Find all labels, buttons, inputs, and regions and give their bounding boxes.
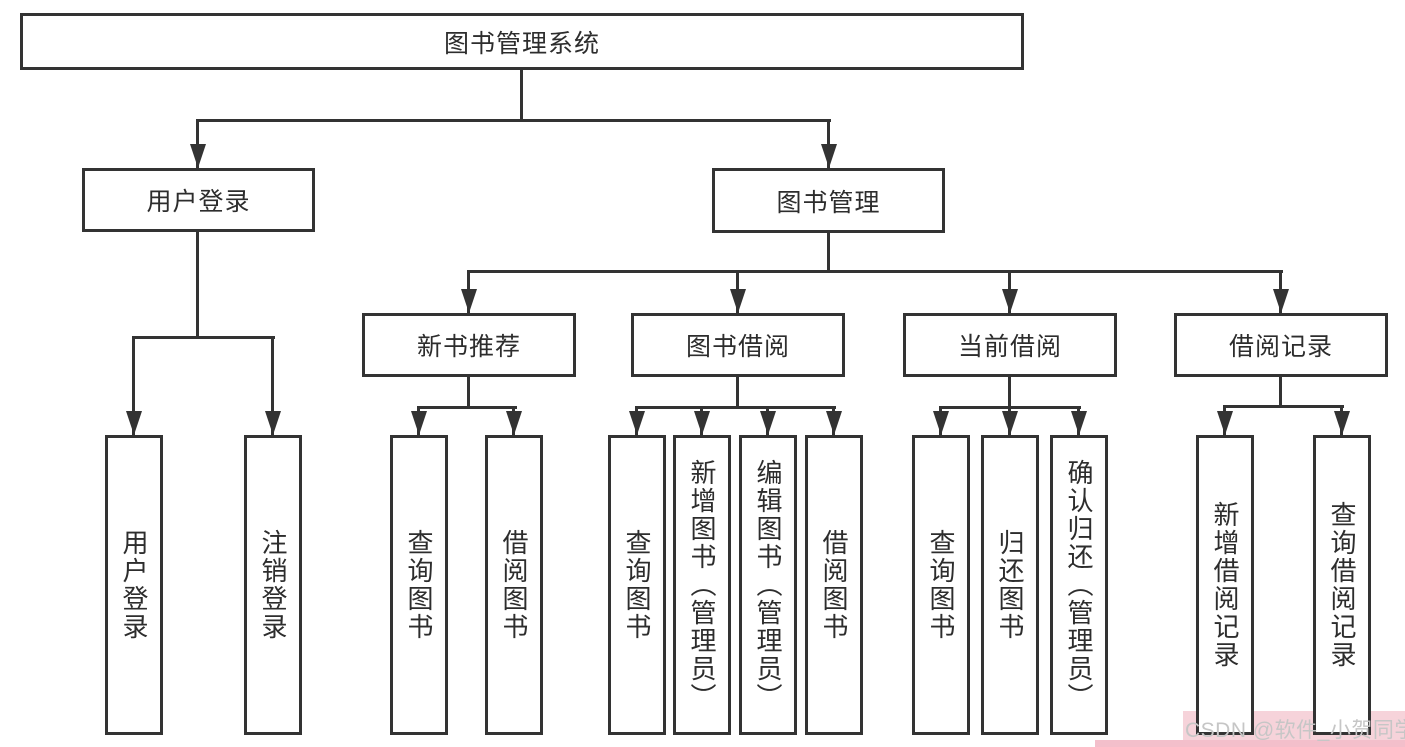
- leaf-br-add-record-label: 新增借阅记录: [1210, 501, 1240, 669]
- leaf-bb-edit-books-label: 编辑图书（管理员）: [753, 459, 783, 711]
- node-new-book-rec: 新书推荐: [362, 313, 576, 377]
- leaf-bb-edit-books: 编辑图书（管理员）: [739, 435, 797, 735]
- watermark-bottom-strip: [1095, 740, 1405, 747]
- arrowhead-down-icon: [821, 144, 837, 168]
- connector-stem: [520, 70, 523, 121]
- arrowhead-down-icon: [506, 411, 522, 435]
- leaf-user-login: 用户登录: [105, 435, 163, 735]
- arrowhead-down-icon: [190, 144, 206, 168]
- arrowhead-down-icon: [1273, 289, 1289, 313]
- arrowhead-down-icon: [694, 411, 710, 435]
- connector-bar: [1223, 405, 1344, 408]
- arrowhead-down-icon: [730, 289, 746, 313]
- arrowhead-down-icon: [1071, 411, 1087, 435]
- leaf-cb-query-books-label: 查询图书: [926, 529, 956, 641]
- leaf-user-login-label: 用户登录: [119, 529, 149, 641]
- connector-drop: [827, 119, 830, 168]
- leaf-cb-return-books-label: 归还图书: [995, 529, 1025, 641]
- arrowhead-down-icon: [1002, 411, 1018, 435]
- arrowhead-down-icon: [1002, 289, 1018, 313]
- node-borrow-record: 借阅记录: [1174, 313, 1388, 377]
- leaf-cb-return-books: 归还图书: [981, 435, 1039, 735]
- connector-stem: [827, 233, 830, 273]
- leaf-cb-confirm-return-label: 确认归还（管理员）: [1064, 459, 1094, 711]
- leaf-bb-add-books: 新增图书（管理员）: [673, 435, 731, 735]
- connector-bar: [467, 270, 1283, 273]
- leaf-nbr-query-books: 查询图书: [390, 435, 448, 735]
- leaf-bb-borrow-books-label: 借阅图书: [819, 529, 849, 641]
- leaf-bb-borrow-books: 借阅图书: [805, 435, 863, 735]
- arrowhead-down-icon: [760, 411, 776, 435]
- node-book-borrow-label: 图书借阅: [685, 333, 790, 361]
- node-user-login: 用户登录: [82, 168, 315, 232]
- node-book-borrow: 图书借阅: [631, 313, 845, 377]
- node-book-mgmt-label: 图书管理: [776, 188, 881, 217]
- leaf-br-add-record: 新增借阅记录: [1196, 435, 1254, 735]
- leaf-nbr-query-books-label: 查询图书: [404, 529, 434, 641]
- connector-bar: [196, 119, 831, 122]
- connector-bar: [417, 406, 517, 409]
- connector-drop: [271, 336, 274, 435]
- arrowhead-down-icon: [1217, 411, 1233, 435]
- leaf-logout: 注销登录: [244, 435, 302, 735]
- leaf-bb-query-books: 查询图书: [608, 435, 666, 735]
- node-root-label: 图书管理系统: [443, 29, 600, 58]
- arrowhead-down-icon: [411, 411, 427, 435]
- connector-drop: [132, 336, 135, 435]
- arrowhead-down-icon: [1334, 411, 1350, 435]
- watermark-text: CSDN @软件_小贺同学: [1185, 719, 1405, 742]
- leaf-bb-add-books-label: 新增图书（管理员）: [687, 459, 717, 711]
- arrowhead-down-icon: [265, 411, 281, 435]
- node-book-mgmt: 图书管理: [712, 168, 945, 233]
- connector-bar: [635, 406, 836, 409]
- arrowhead-down-icon: [629, 411, 645, 435]
- connector-stem: [467, 377, 470, 409]
- leaf-cb-query-books: 查询图书: [912, 435, 970, 735]
- leaf-nbr-borrow-books: 借阅图书: [485, 435, 543, 735]
- connector-stem: [1008, 377, 1011, 409]
- node-root: 图书管理系统: [20, 13, 1024, 70]
- leaf-br-query-record: 查询借阅记录: [1313, 435, 1371, 735]
- node-current-borrow-label: 当前借阅: [957, 333, 1062, 361]
- node-current-borrow: 当前借阅: [903, 313, 1117, 377]
- leaf-cb-confirm-return: 确认归还（管理员）: [1050, 435, 1108, 735]
- connector-drop: [196, 119, 199, 168]
- connector-stem: [196, 232, 199, 339]
- node-user-login-label: 用户登录: [146, 188, 251, 216]
- arrowhead-down-icon: [126, 411, 142, 435]
- connector-bar: [132, 336, 275, 339]
- arrowhead-down-icon: [461, 289, 477, 313]
- connector-stem: [1279, 377, 1282, 408]
- leaf-br-query-record-label: 查询借阅记录: [1327, 501, 1357, 669]
- arrowhead-down-icon: [826, 411, 842, 435]
- node-borrow-record-label: 借阅记录: [1228, 333, 1333, 361]
- connector-stem: [736, 377, 739, 409]
- node-new-book-rec-label: 新书推荐: [416, 333, 521, 361]
- arrowhead-down-icon: [933, 411, 949, 435]
- leaf-bb-query-books-label: 查询图书: [622, 529, 652, 641]
- leaf-logout-label: 注销登录: [258, 529, 288, 641]
- leaf-nbr-borrow-books-label: 借阅图书: [499, 529, 529, 641]
